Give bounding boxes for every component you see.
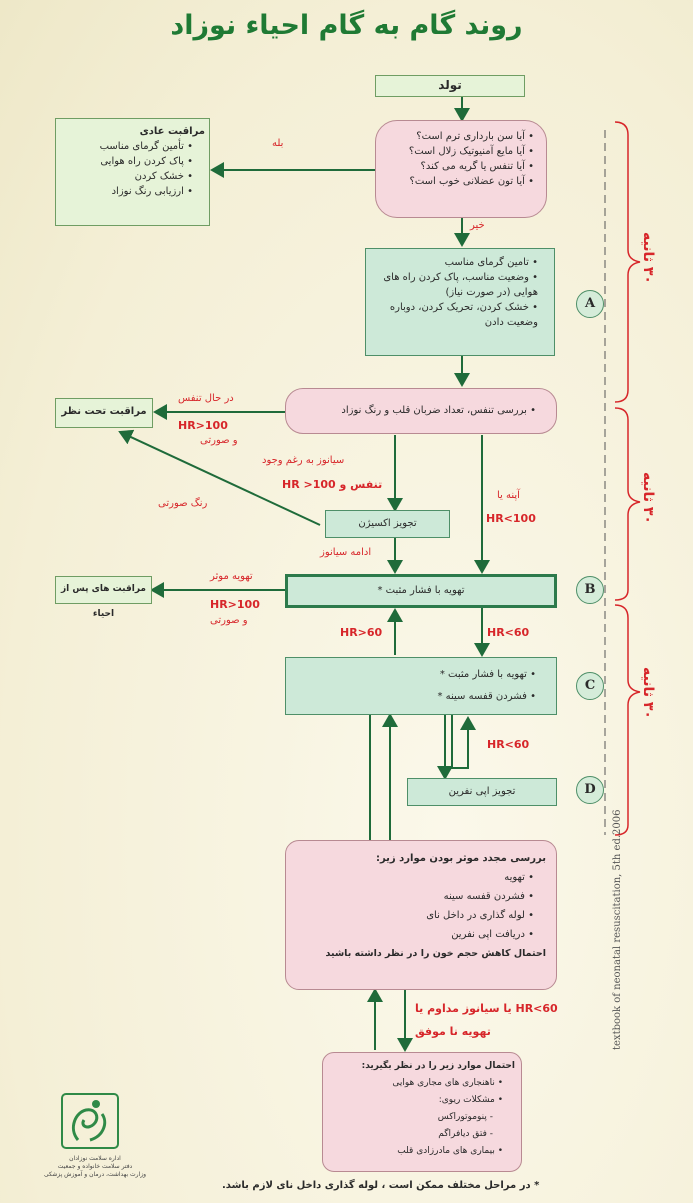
- persist-label-2: تهویه نا موفق: [415, 1025, 491, 1038]
- pink-color-label: رنگ صورتی: [158, 498, 208, 509]
- consider-item: ناهنجاری های مجاری هوایی: [329, 1075, 503, 1092]
- post-resuscitation-box: مراقبت های پس از احیاء: [55, 576, 152, 619]
- consider-subitem: - فتق دیافراگم: [438, 1129, 493, 1139]
- step-c-box: تهویه با فشار مثبت * فشردن قفسه سینه *: [285, 657, 557, 715]
- hr-lt60-label: HR<60: [487, 626, 530, 639]
- logo-caption-line: اداره سلامت نوزادان: [69, 1155, 121, 1162]
- cyanosis-label-1: سیانوز به رغم وجود: [262, 455, 345, 466]
- observation-box: مراقبت تحت نظر: [55, 398, 153, 428]
- routine-care-item: خشک کردن: [60, 169, 193, 184]
- persistent-cyanosis-label: ادامه سیانوز: [320, 547, 372, 558]
- step-b-circle: B: [576, 576, 604, 604]
- hr-gt60-label: HR>60: [340, 626, 383, 639]
- logo-caption: اداره سلامت نوزادان دفتر سلامت خانواده و…: [40, 1155, 150, 1179]
- questions-list: آیا سن بارداری ترم است؟ آیا مایع آمنیوتی…: [376, 129, 546, 189]
- step-c-item: فشردن قفسه سینه *: [294, 686, 536, 708]
- consider-item: بیماری های مادرزادی قلب: [329, 1143, 503, 1160]
- epinephrine-box: تجویز اپی نفرین: [407, 778, 557, 806]
- ppv-box: تهویه با فشار مثبت *: [285, 574, 557, 608]
- reassess-box: بررسی مجدد موثر بودن موارد زیر: تهویه فش…: [285, 840, 557, 990]
- logo-caption-line: وزارت بهداشت، درمان و آموزش پزشکی: [43, 1171, 147, 1178]
- question-item: آیا تنفس یا گریه می کند؟: [376, 159, 534, 174]
- reassess-note: احتمال کاهش حجم خون را در نظر داشته باشی…: [325, 948, 546, 959]
- routine-care-item: پاک کردن راه هوایی: [60, 154, 193, 169]
- ppv-text: تهویه با فشار مثبت *: [377, 585, 465, 596]
- hr100-label-2: HR>100: [210, 598, 260, 611]
- evaluate-text: بررسی تنفس، تعداد ضربان قلب و رنگ نوزاد: [294, 403, 536, 418]
- consider-item: مشکلات ریوی:: [329, 1092, 503, 1109]
- consider-box: احتمال موارد زیر را در نظر بگیرید: ناهنج…: [322, 1052, 522, 1172]
- initial-questions-box: آیا سن بارداری ترم است؟ آیا مایع آمنیوتی…: [375, 120, 547, 218]
- routine-care-item: ارزیابی رنگ نوزاد: [60, 184, 193, 199]
- hr-lt100-label: HR<100: [486, 512, 536, 525]
- time-label-3: ۳۰ ثانیه: [639, 667, 656, 719]
- time-label-1: ۳۰ ثانیه: [639, 232, 656, 284]
- apnea-label: آپنه یا: [497, 490, 520, 501]
- question-item: آیا تون عضلانی خوب است؟: [376, 174, 534, 189]
- evaluate-box: بررسی تنفس، تعداد ضربان قلب و رنگ نوزاد: [285, 388, 557, 434]
- cyanosis-label-2: تنفس و HR >100: [282, 478, 383, 491]
- oxygen-box: تجویز اکسیژن: [325, 510, 450, 538]
- step-a-item: خشک کردن، تحریک کردن، دوباره وضعیت دادن: [370, 300, 538, 330]
- reassess-title: بررسی مجدد موثر بودن موارد زیر:: [375, 853, 546, 864]
- routine-care-box: مراقبت عادی تأمین گرمای مناسب پاک کردن ر…: [55, 118, 210, 226]
- no-label: خیر: [470, 220, 485, 231]
- step-a-item: تامین گرمای مناسب: [370, 255, 538, 270]
- epinephrine-text: تجویز اپی نفرین: [448, 786, 516, 797]
- consider-title: احتمال موارد زیر را در نظر بگیرید:: [361, 1061, 515, 1071]
- pink-label-2: و صورتی: [210, 615, 248, 626]
- routine-care-title: مراقبت عادی: [139, 126, 205, 137]
- footnote: * در مراحل مختلف ممکن است ، لوله گذاری د…: [222, 1180, 540, 1191]
- page-title: روند گام به گام احیاء نوزاد: [170, 10, 523, 41]
- step-c-circle: C: [576, 672, 604, 700]
- logo: [60, 1092, 120, 1150]
- logo-emblem-icon: [61, 1093, 119, 1149]
- routine-care-item: تأمین گرمای مناسب: [60, 139, 193, 154]
- reassess-item: لوله گذاری در داخل نای: [296, 906, 534, 925]
- step-a-box: تامین گرمای مناسب وضعیت مناسب، پاک کردن …: [365, 248, 555, 356]
- step-c-item: تهویه با فشار مثبت *: [294, 664, 536, 686]
- effective-ventilation-label: تهویه موثر: [210, 571, 253, 582]
- pink-label: و صورتی: [200, 435, 238, 446]
- question-item: آیا سن بارداری ترم است؟: [376, 129, 534, 144]
- side-reference: textbook of neonatal resuscitation, 5th …: [612, 809, 623, 1050]
- reassess-item: دریافت اپی نفرین: [296, 925, 534, 944]
- step-a-item: وضعیت مناسب، پاک کردن راه های هوایی (در …: [370, 270, 538, 300]
- yes-label: بله: [272, 138, 284, 149]
- consider-subitem: - پنوموتوراکس: [437, 1112, 493, 1122]
- question-item: آیا مایع آمنیوتیک زلال است؟: [376, 144, 534, 159]
- persist-label-1: HR<60 یا سیانوز مداوم یا: [415, 1002, 558, 1015]
- oxygen-text: تجویز اکسیژن: [358, 518, 417, 529]
- logo-caption-line: دفتر سلامت خانواده و جمعیت: [57, 1163, 133, 1170]
- birth-box: تولد: [375, 75, 525, 97]
- hr-lt60-loop-label: HR<60: [487, 738, 530, 751]
- step-d-circle: D: [576, 776, 604, 804]
- time-label-2: ۳۰ ثانیه: [639, 472, 656, 524]
- breathing-label: در حال تنفس: [178, 393, 234, 404]
- reassess-item: فشردن قفسه سینه: [296, 887, 534, 906]
- hr100-label: HR>100: [178, 419, 228, 432]
- reassess-item: تهویه: [296, 868, 534, 887]
- step-a-circle: A: [576, 290, 604, 318]
